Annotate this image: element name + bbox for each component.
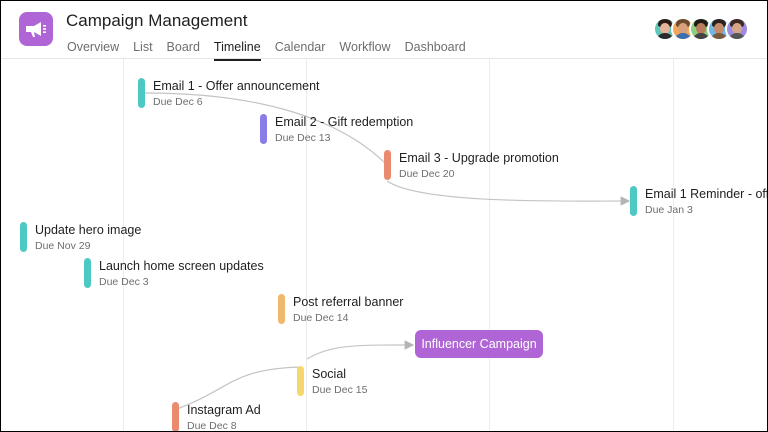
task-due-date: Due Dec 15 — [312, 384, 368, 396]
task-due-date: Due Jan 3 — [645, 204, 693, 216]
task-bar[interactable] — [384, 150, 391, 180]
task-due-date: Due Dec 8 — [187, 420, 237, 431]
grid-column-line — [123, 59, 124, 431]
task-bar[interactable] — [20, 222, 27, 252]
task-due-date: Due Dec 13 — [275, 132, 331, 144]
task-bar[interactable] — [630, 186, 637, 216]
avatar[interactable] — [725, 17, 749, 41]
dependency-arrow — [176, 366, 302, 410]
task-due-date: Due Dec 20 — [399, 168, 455, 180]
task-due-date: Due Dec 14 — [293, 312, 349, 324]
grid-column-line — [673, 59, 674, 431]
task-bar[interactable] — [260, 114, 267, 144]
view-tabs: Overview List Board Timeline Calendar Workflo… — [67, 38, 480, 61]
task-name: Launch home screen updates — [99, 259, 264, 273]
megaphone-icon[interactable] — [19, 12, 53, 46]
tab-timeline[interactable]: Timeline — [213, 40, 261, 61]
dependency-arrow — [306, 340, 415, 360]
task-name: Post referral banner — [293, 295, 404, 309]
task-name: Update hero image — [35, 223, 142, 237]
grid-column-line — [489, 59, 490, 431]
task-name: Email 2 - Gift redemption — [275, 115, 414, 129]
task-bar[interactable] — [84, 258, 91, 288]
project-header: Campaign Management Overview List Board Tim… — [1, 1, 767, 61]
project-members[interactable] — [653, 17, 749, 41]
tab-workflow[interactable]: Workflow — [339, 40, 391, 54]
dependency-arrow — [144, 92, 388, 166]
task-name: Email 1 - Offer announcement — [153, 79, 320, 93]
task-due-date: Due Dec 6 — [153, 96, 203, 108]
task-due-date: Due Nov 29 — [35, 240, 91, 252]
task-name: Social — [312, 367, 347, 381]
tab-overview[interactable]: Overview — [67, 40, 120, 54]
task-name: Email 1 Reminder - offe — [645, 187, 767, 201]
milestone-influencer-campaign[interactable]: Influencer Campaign — [415, 330, 543, 358]
tab-list[interactable]: List — [133, 40, 153, 54]
task-name: Instagram Ad — [187, 403, 261, 417]
dependency-arrows — [144, 92, 631, 410]
timeline-canvas[interactable]: Email 1 - Offer announcement Due Dec 6 E… — [1, 59, 767, 431]
task-bar[interactable] — [138, 78, 145, 108]
dependency-arrow — [386, 180, 631, 206]
task-due-date: Due Dec 3 — [99, 276, 149, 288]
task-bar[interactable] — [172, 402, 179, 431]
task-bar[interactable] — [297, 366, 304, 396]
tab-board[interactable]: Board — [166, 40, 200, 54]
grid-column-line — [306, 59, 307, 431]
tab-dashboard[interactable]: Dashboard — [404, 40, 466, 54]
page-title: Campaign Management — [66, 11, 248, 30]
task-name: Email 3 - Upgrade promotion — [399, 151, 559, 165]
tab-calendar[interactable]: Calendar — [274, 40, 326, 54]
task-bar[interactable] — [278, 294, 285, 324]
